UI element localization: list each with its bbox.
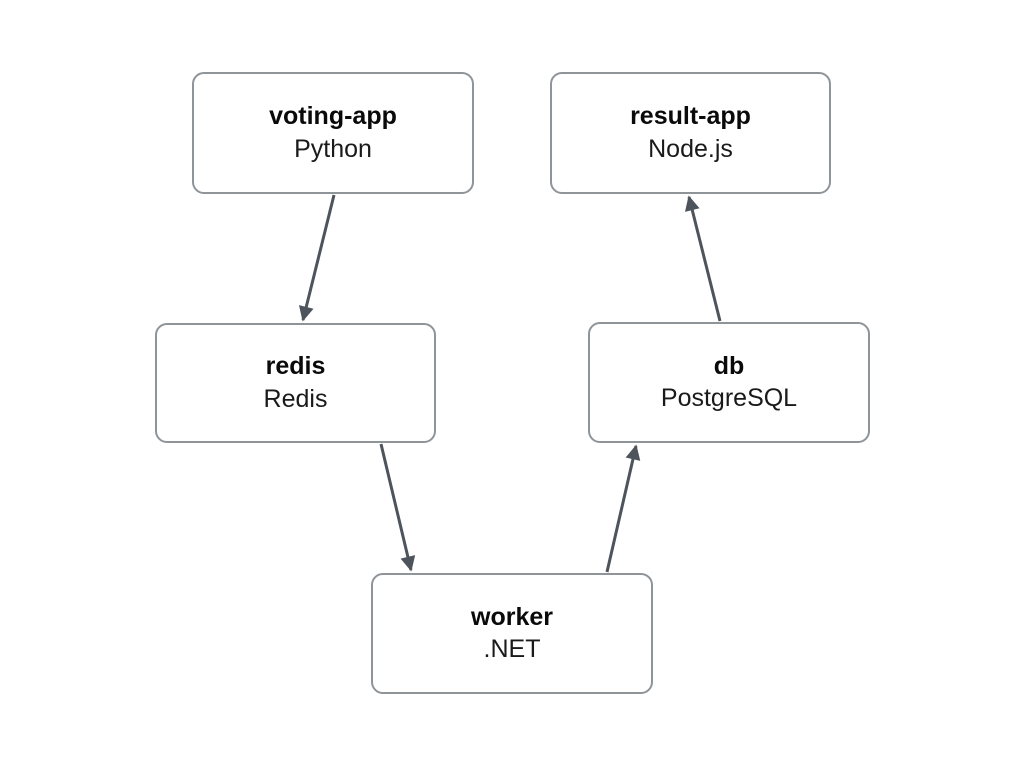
node-subtitle: Redis: [263, 384, 328, 413]
node-title: voting-app: [269, 102, 397, 130]
node-title: result-app: [630, 102, 751, 130]
node-title: db: [713, 351, 745, 380]
node-redis: redis Redis: [155, 323, 436, 443]
node-worker: worker .NET: [371, 573, 653, 694]
node-title: redis: [265, 352, 326, 380]
node-subtitle: Node.js: [648, 134, 733, 163]
node-title: worker: [471, 602, 553, 631]
node-voting-app: voting-app Python: [192, 72, 474, 194]
edge-worker-to-db: [605, 444, 641, 573]
node-subtitle: Python: [294, 134, 372, 163]
node-result-app: result-app Node.js: [550, 72, 831, 194]
edge-redis-to-worker: [379, 443, 416, 572]
edge-db-to-result-app: [684, 195, 722, 322]
node-subtitle: .NET: [483, 635, 541, 663]
node-subtitle: PostgreSQL: [660, 384, 798, 412]
node-db: db PostgreSQL: [588, 322, 870, 443]
edge-voting-app-to-redis: [298, 194, 336, 322]
